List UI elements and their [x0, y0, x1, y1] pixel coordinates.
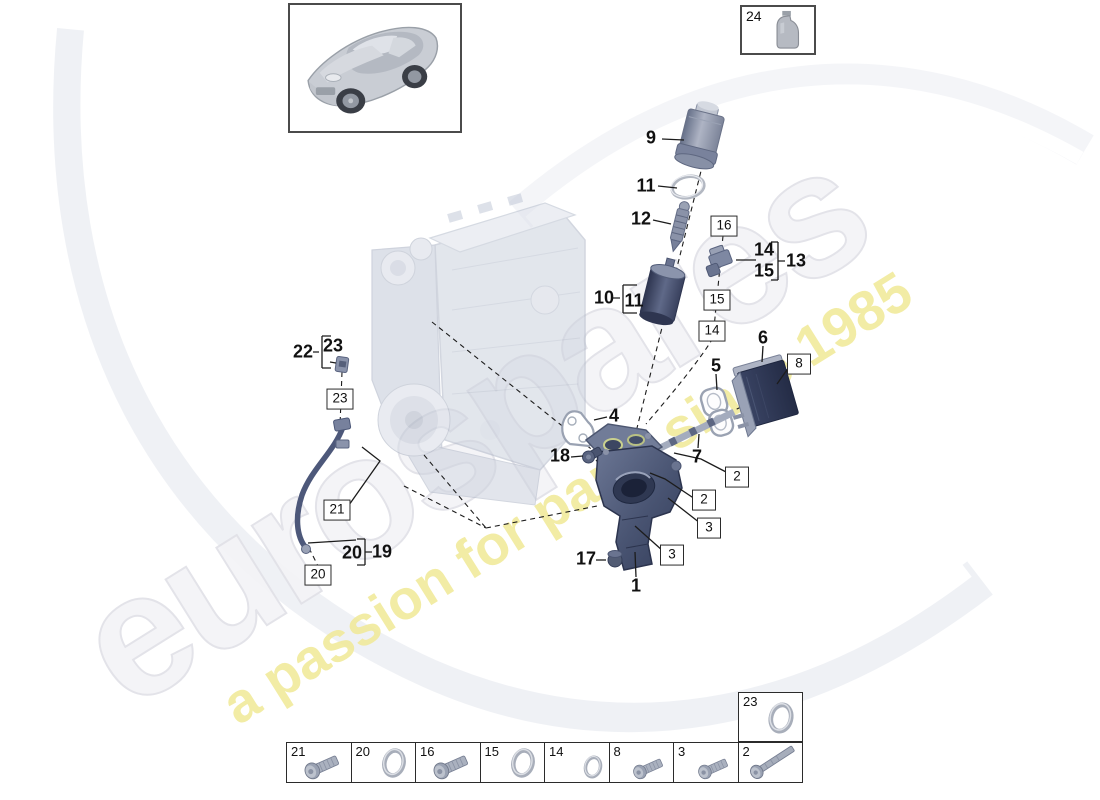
legend-label: 16 [420, 744, 435, 759]
background-swoosh [53, 27, 1094, 733]
torx-screw-icon [298, 747, 350, 781]
legend-cell-14[interactable]: 14 [544, 743, 609, 782]
callout-15: 15 [753, 260, 775, 281]
boxed-callout-23[interactable]: 23 [326, 388, 354, 410]
callout-22: 22 [292, 341, 314, 362]
callout-20: 20 [341, 542, 363, 563]
legend-cell-3[interactable]: 3 [673, 743, 738, 782]
leader-lines [307, 138, 790, 578]
legend-label: 8 [613, 744, 621, 759]
callout-5: 5 [710, 355, 722, 376]
porsche-macan-suv-icon [307, 26, 439, 114]
torx-screw-icon [427, 747, 479, 781]
oil-box-label: 24 [746, 8, 762, 24]
boxed-callout-3a[interactable]: 3 [697, 517, 721, 539]
boxed-callout-16[interactable]: 16 [710, 215, 738, 237]
part-oil-cooler-6 [731, 354, 799, 438]
torx-screw-small-icon [628, 751, 672, 781]
boxed-callout-15[interactable]: 15 [703, 289, 731, 311]
torx-screw-small-icon [693, 751, 737, 781]
part-clip-23 [334, 355, 350, 373]
callout-13: 13 [785, 250, 807, 271]
o-ring-icon [762, 699, 800, 737]
callout-17: 17 [575, 548, 597, 569]
legend-extra-23[interactable]: 23 [738, 692, 803, 742]
part-oil-pipe-19 [294, 417, 352, 554]
callout-11b: 11 [624, 290, 644, 311]
legend-row: 21 20 16 15 14 8 3 2 [286, 742, 803, 783]
part-filter-element-10 [639, 257, 686, 326]
legend-label: 21 [291, 744, 306, 759]
part-oil-pressure-sensor-13 [705, 244, 733, 278]
boxed-callout-3b[interactable]: 3 [660, 544, 684, 566]
boxed-callout-20[interactable]: 20 [304, 564, 332, 586]
boxed-callout-21[interactable]: 21 [323, 499, 351, 521]
part-o-ring-11 [670, 174, 706, 200]
legend-cell-21[interactable]: 21 [287, 743, 351, 782]
callout-12: 12 [630, 208, 652, 229]
legend-label: 2 [742, 744, 750, 759]
callout-11: 11 [636, 175, 656, 196]
engine-illustration [371, 193, 586, 506]
legend-cell-2[interactable]: 2 [737, 743, 803, 782]
callout-23: 23 [322, 335, 344, 356]
oil-bottle-icon [776, 10, 800, 49]
legend-label: 20 [355, 744, 370, 759]
callout-10: 10 [593, 287, 615, 308]
vehicle-thumbnail-box [288, 3, 462, 133]
part-plug-17 [607, 550, 623, 568]
callout-14: 14 [753, 239, 775, 260]
callout-4: 4 [608, 405, 620, 426]
boxed-callout-2a[interactable]: 2 [725, 466, 749, 488]
legend-cell-8[interactable]: 8 [608, 743, 674, 782]
boxed-callout-8[interactable]: 8 [787, 353, 811, 375]
long-bolt-icon [743, 743, 801, 781]
legend-cell-16[interactable]: 16 [415, 743, 480, 782]
part-filter-cap-9 [674, 101, 725, 170]
part-valve-12 [669, 201, 690, 253]
legend-extra-label: 23 [743, 694, 758, 709]
callout-19: 19 [371, 541, 393, 562]
callout-18: 18 [549, 445, 571, 466]
boxed-callout-2b[interactable]: 2 [692, 489, 716, 511]
legend-label: 14 [549, 744, 564, 759]
legend-cell-20[interactable]: 20 [350, 743, 416, 782]
callout-1: 1 [630, 575, 642, 596]
legend-label: 15 [484, 744, 499, 759]
legend-label: 3 [678, 744, 686, 759]
callout-7: 7 [691, 446, 703, 467]
legend-cell-15[interactable]: 15 [479, 743, 545, 782]
o-ring-small-icon [578, 753, 608, 781]
callout-9: 9 [645, 127, 657, 148]
callout-6: 6 [757, 327, 769, 348]
boxed-callout-14[interactable]: 14 [698, 320, 726, 342]
part-bolt-18 [582, 446, 603, 464]
oil-box-24[interactable]: 24 [740, 5, 816, 55]
o-ring-icon [503, 745, 543, 781]
o-ring-icon [374, 745, 414, 781]
